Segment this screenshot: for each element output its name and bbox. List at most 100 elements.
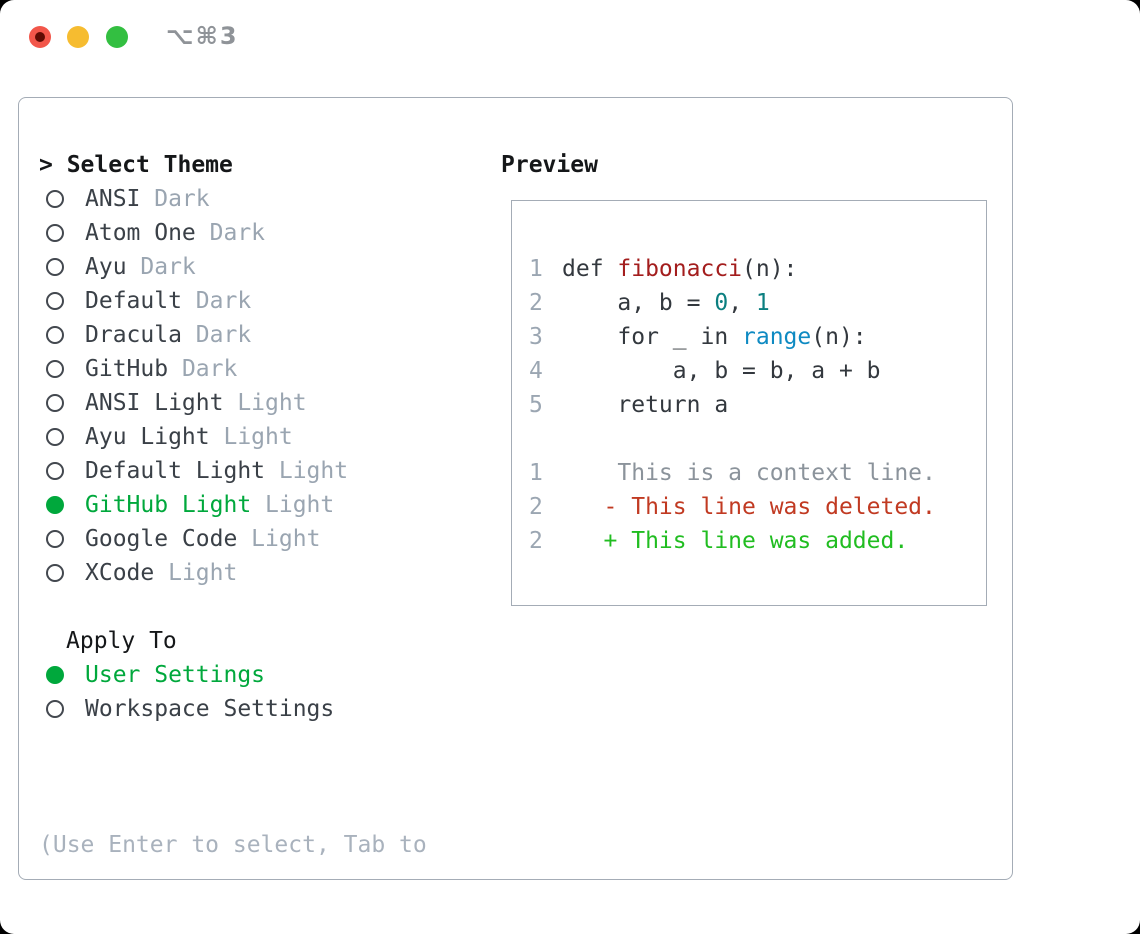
minimize-button[interactable] (67, 26, 89, 48)
token-builtin: range (742, 324, 812, 350)
theme-option[interactable]: Dracula Dark (39, 318, 348, 352)
window-title: ⌥⌘3 (166, 22, 239, 50)
theme-option[interactable]: Atom One Dark (39, 216, 348, 250)
code-line: 2 a, b = 0, 1 (529, 286, 976, 320)
option-variant-label: Light (237, 526, 321, 552)
line-number: 1 (529, 256, 543, 282)
radio-selected-icon (46, 496, 64, 514)
select-theme-header: > Select Theme (39, 148, 233, 182)
token-number: 1 (755, 290, 770, 316)
line-number: 4 (529, 358, 543, 384)
theme-option[interactable]: GitHub Dark (39, 352, 348, 386)
token-text: a, b = (562, 290, 715, 316)
radio-icon (46, 292, 64, 310)
line-number: 2 (529, 494, 543, 520)
theme-option[interactable]: Default Dark (39, 284, 348, 318)
apply-to-header: Apply To (66, 628, 177, 654)
option-variant-label: Light (209, 424, 293, 450)
option-variant-label: Dark (195, 220, 266, 246)
apply-target-option-selected[interactable]: User Settings (39, 658, 334, 692)
help-text: (Use Enter to select, Tab to change focu… (39, 760, 427, 934)
radio-icon (46, 564, 64, 582)
option-variant-label: Light (251, 492, 335, 518)
code-line: 1 def fibonacci(n): (529, 252, 976, 286)
line-number: 2 (529, 290, 543, 316)
radio-icon (46, 360, 64, 378)
option-label: Ayu (85, 254, 127, 280)
option-variant-label: Dark (126, 254, 196, 280)
option-variant-label: Light (223, 390, 307, 416)
preview-header: Preview (501, 152, 598, 178)
option-label: Dracula (85, 322, 182, 348)
token-text: return a (562, 392, 729, 418)
titlebar: ⌥⌘3 (0, 0, 1140, 74)
token-text: (n): (742, 256, 798, 282)
token-text: (n): (811, 324, 867, 350)
code-line: 4 a, b = b, a + b (529, 354, 976, 388)
help-line-2: change focus) (39, 930, 427, 934)
option-label: Default (85, 288, 182, 314)
option-variant-label: Light (265, 458, 349, 484)
code-line: 5 return a (529, 388, 976, 422)
option-label: ANSI Light (85, 390, 224, 416)
radio-icon (46, 224, 64, 242)
line-number: 2 (529, 528, 543, 554)
radio-icon (46, 530, 64, 548)
code-line (529, 422, 976, 456)
apply-target-option[interactable]: Workspace Settings (39, 692, 334, 726)
code-line: 1 This is a context line. (529, 456, 976, 490)
option-label: Workspace Settings (85, 696, 335, 722)
option-label: User Settings (85, 662, 266, 688)
option-label: Google Code (85, 526, 238, 552)
theme-option[interactable]: Ayu Light Light (39, 420, 348, 454)
radio-icon (46, 428, 64, 446)
option-label: Ayu Light (85, 424, 210, 450)
line-number: 5 (529, 392, 543, 418)
radio-icon (46, 190, 64, 208)
token-title: fibonacci (617, 256, 743, 282)
line-number: 3 (529, 324, 543, 350)
token-context: This is a context line. (562, 460, 936, 486)
code-line: 2 + This line was added. (529, 524, 976, 558)
option-label: Default Light (85, 458, 266, 484)
theme-option-selected[interactable]: GitHub Light Light (39, 488, 348, 522)
token-deleted: - This line was deleted. (562, 494, 936, 520)
code-line: 2 - This line was deleted. (529, 490, 976, 524)
option-variant-label: Dark (181, 288, 252, 314)
option-variant-label: Light (154, 560, 238, 586)
theme-option[interactable]: ANSI Dark (39, 182, 348, 216)
theme-option[interactable]: Default Light Light (39, 454, 348, 488)
theme-option[interactable]: XCode Light (39, 556, 348, 590)
option-variant-label: Dark (168, 356, 238, 382)
option-label: ANSI (85, 186, 141, 212)
help-line-1: (Use Enter to select, Tab to (39, 832, 427, 858)
radio-icon (46, 326, 64, 344)
token-number: 0 (714, 290, 729, 316)
zoom-button[interactable] (106, 26, 128, 48)
theme-option[interactable]: ANSI Light Light (39, 386, 348, 420)
radio-icon (46, 258, 64, 276)
focus-caret: > (39, 152, 53, 178)
option-label: XCode (85, 560, 155, 586)
radio-icon (46, 700, 64, 718)
option-variant-label: Dark (181, 322, 252, 348)
radio-icon (46, 462, 64, 480)
close-button[interactable] (29, 26, 51, 48)
code-line: 3 for _ in range(n): (529, 320, 976, 354)
token-text: def (562, 256, 618, 282)
token-text: , (728, 290, 756, 316)
token-text: a, b = b, a + b (562, 358, 881, 384)
radio-icon (46, 394, 64, 412)
theme-option[interactable]: Ayu Dark (39, 250, 348, 284)
select-theme-label: Select Theme (52, 152, 233, 178)
theme-option[interactable]: Google Code Light (39, 522, 348, 556)
line-number: 1 (529, 460, 543, 486)
token-text: for _ in (562, 324, 743, 350)
unsaved-dot-icon (35, 32, 45, 42)
